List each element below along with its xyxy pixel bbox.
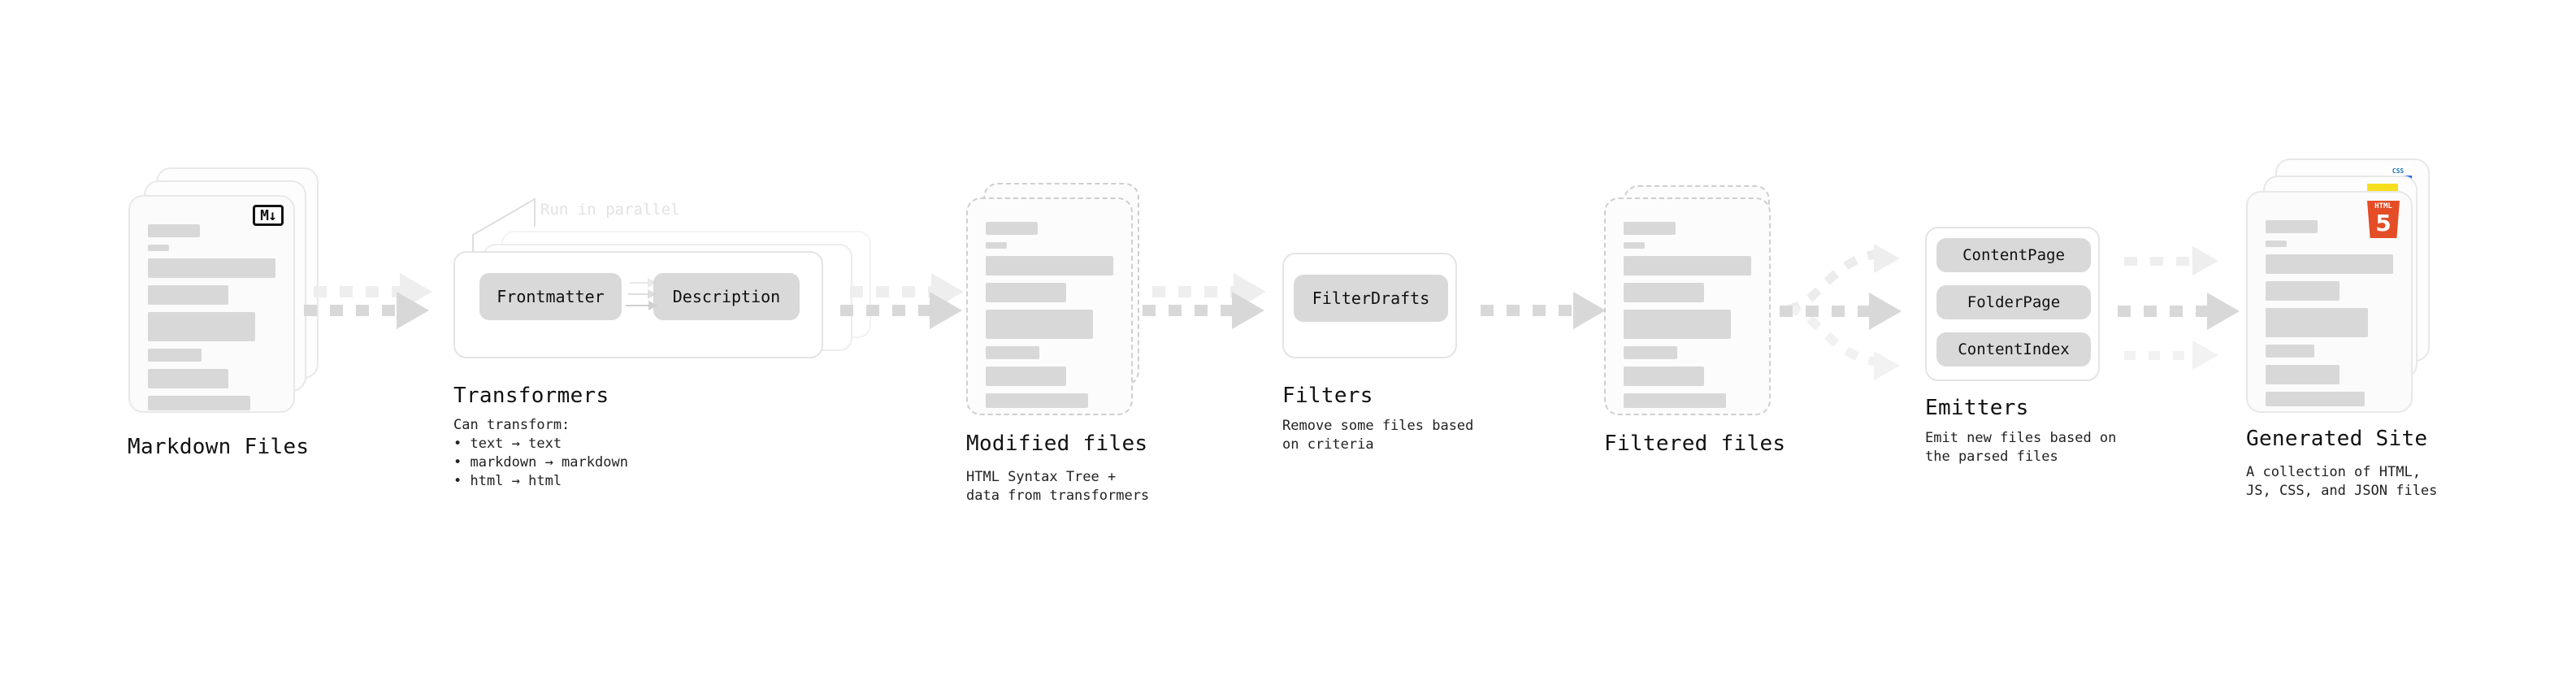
markdown-card-front: M↓ [128, 195, 295, 413]
filtered-card-content [1624, 222, 1751, 415]
transformers-box-front: Frontmatter Description [453, 251, 823, 358]
filters-title: Filters [1282, 384, 1373, 408]
transformer-node-description-label: Description [672, 287, 781, 306]
filtered-card-front [1604, 197, 1771, 415]
filters-box: FilterDrafts [1282, 253, 1457, 358]
transformer-inner-arrow-2 [628, 289, 657, 299]
modified-card-content [986, 222, 1113, 415]
emitter-node-folderpage[interactable]: FolderPage [1936, 285, 2091, 319]
generated-site-subtitle: A collection of HTML, JS, CSS, and JSON … [2246, 464, 2438, 499]
transformer-inner-arrow-3 [626, 301, 657, 310]
emitter-node-contentpage-label: ContentPage [1962, 246, 2065, 264]
markdown-card-content [148, 224, 275, 418]
transformer-node-frontmatter[interactable]: Frontmatter [479, 273, 622, 320]
modified-card-front [966, 197, 1133, 415]
site-card-front: HTML 5 [2246, 191, 2413, 413]
filters-subtitle: Remove some files based on criteria [1282, 418, 1474, 453]
transformers-subtitle: Can transform: • text → text • markdown … [453, 417, 628, 489]
transformers-title: Transformers [453, 384, 609, 408]
html5-icon-label: HTML [2374, 202, 2392, 210]
generated-site-title: Generated Site [2246, 427, 2428, 451]
filter-node-filterdrafts-label: FilterDrafts [1312, 288, 1430, 308]
filtered-files-title: Filtered files [1604, 432, 1786, 456]
emitter-node-contentpage[interactable]: ContentPage [1936, 238, 2091, 272]
transformer-inner-arrow-1 [630, 278, 657, 288]
html5-icon-five: 5 [2375, 210, 2392, 236]
markdown-files-title: Markdown Files [128, 435, 310, 459]
emitters-box: ContentPage FolderPage ContentIndex [1925, 227, 2100, 381]
markdown-icon: M↓ [253, 205, 284, 226]
modified-files-title: Modified files [966, 432, 1148, 456]
emitters-fanout-curves [1787, 249, 1883, 367]
transformer-node-description[interactable]: Description [653, 273, 800, 320]
css3-icon-label: CSS [2392, 167, 2405, 175]
transformer-node-frontmatter-label: Frontmatter [497, 287, 605, 306]
emitter-node-contentindex-label: ContentIndex [1958, 340, 2070, 358]
run-in-parallel-bracket [471, 197, 577, 262]
emitters-title: Emitters [1925, 396, 2029, 420]
emitters-subtitle: Emit new files based on the parsed files [1925, 430, 2117, 465]
markdown-icon-label: M↓ [260, 206, 277, 224]
run-in-parallel-label: Run in parallel [540, 201, 680, 219]
html5-icon: HTML 5 [2367, 201, 2400, 238]
filter-node-filterdrafts[interactable]: FilterDrafts [1294, 275, 1448, 322]
emitter-node-folderpage-label: FolderPage [1967, 293, 2061, 311]
site-card-content [2266, 220, 2393, 414]
modified-files-subtitle: HTML Syntax Tree + data from transformer… [966, 469, 1150, 504]
emitter-node-contentindex[interactable]: ContentIndex [1936, 332, 2091, 367]
